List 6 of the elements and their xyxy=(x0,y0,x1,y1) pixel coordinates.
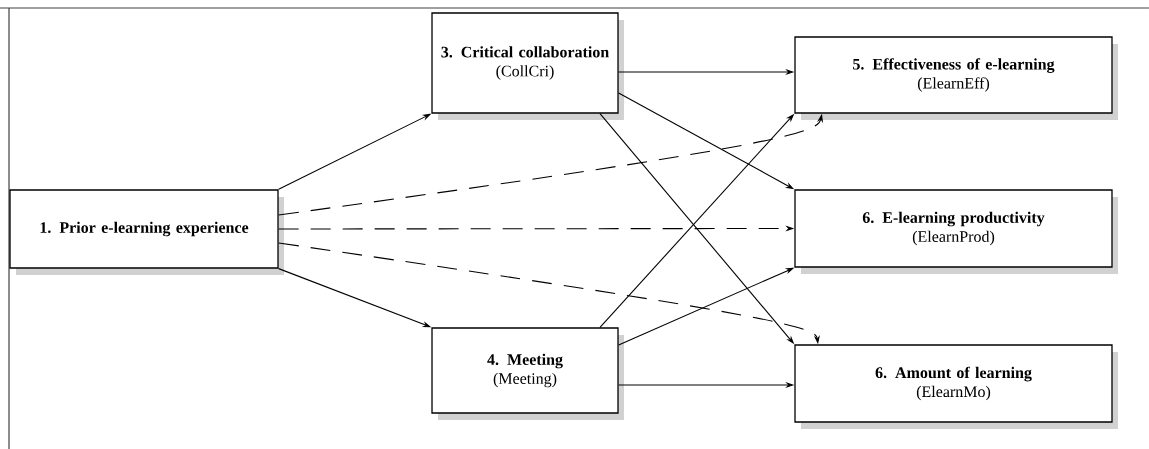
process-box: 1. Prior e-learning experience xyxy=(9,189,284,275)
process-box: 3. Critical collaboration (CollCri) xyxy=(431,12,624,120)
process-box: 4. Meeting (Meeting) xyxy=(431,327,624,420)
process-box: 5. Effectiveness of e-learning (ElearnEff) xyxy=(794,36,1118,120)
process-box: 6. E-learning productivity (ElearnProd) xyxy=(794,189,1118,274)
process-box: 6. Amount of learning (ElearnMo) xyxy=(794,344,1118,429)
